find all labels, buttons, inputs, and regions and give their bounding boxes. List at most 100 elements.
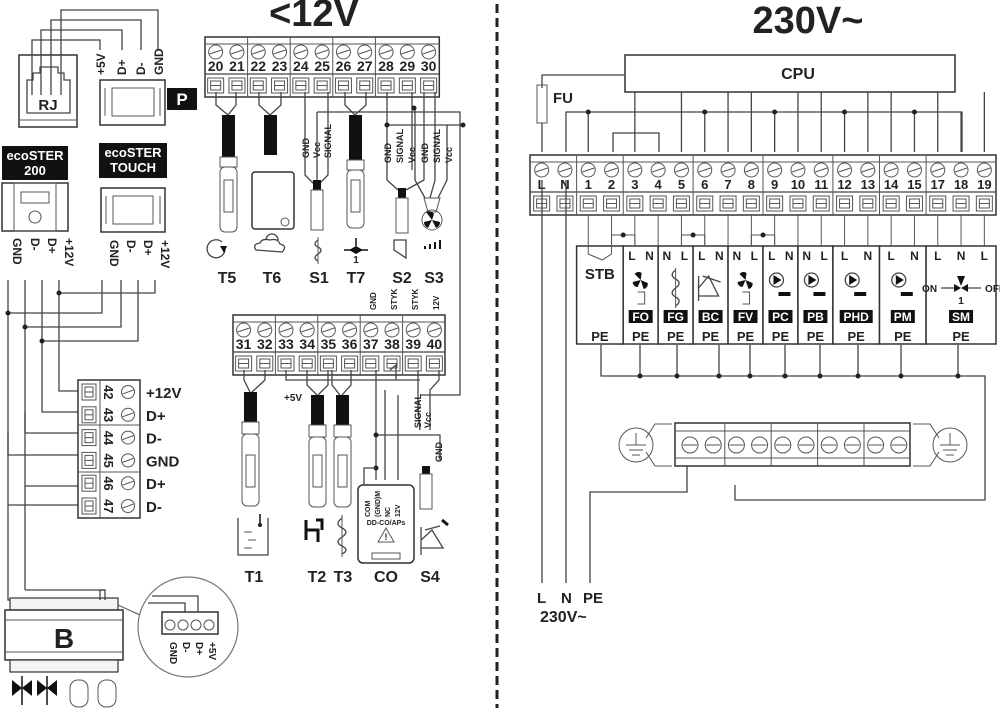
module-pin-label: N [785, 249, 794, 263]
terminal-number: 46 [101, 476, 116, 490]
s1-wire-vcc: Vcc [312, 142, 322, 158]
module-pin-label: L [628, 249, 635, 263]
co-pin-com: COM [365, 501, 372, 518]
co-pin-12v: 12V [395, 504, 402, 517]
supply-n: N [561, 590, 572, 607]
terminal-number: 21 [229, 58, 245, 74]
pump-icon [803, 272, 826, 296]
terminal-label: D- [146, 499, 162, 516]
pe-label: PE [591, 329, 609, 344]
terminal-number: 25 [314, 58, 330, 74]
pump-icon [768, 272, 791, 296]
boiler-icon [420, 518, 449, 555]
high-voltage-title: 230V~ [753, 0, 864, 42]
b-pin-dplus: D+ [193, 642, 204, 655]
s1-wire-gnd: GND [301, 138, 311, 159]
module-pin-label: L [698, 249, 705, 263]
terminal-45: 45 GND [81, 451, 180, 470]
s4-wire-gnd: GND [434, 442, 444, 463]
sensor-label-t3: T3 [334, 569, 353, 586]
sensor-label-t7: T7 [347, 270, 366, 287]
pe-label: PE [737, 329, 755, 344]
module-code: PM [894, 310, 912, 324]
sensor-probe-t2 [308, 395, 327, 508]
hv-terminal-11: 11 [812, 162, 830, 212]
terminal-number: 2 [608, 177, 615, 192]
terminal-number: 35 [321, 336, 337, 352]
pin-label-39: STYK [411, 288, 420, 310]
low-terminal-39: 39 [404, 322, 422, 372]
mixer-valve-icon [941, 276, 982, 292]
terminal-47: 47 D- [81, 497, 162, 516]
b-pin-dminus: D- [180, 642, 191, 653]
feeder-icon [671, 268, 680, 308]
sm-off-label: OFF [985, 284, 1000, 295]
terminal-number: 10 [791, 177, 805, 192]
hv-terminal-7: 7 [719, 162, 737, 212]
terminal-block-42-47 [77, 379, 141, 519]
cpu-output-wires [585, 92, 985, 152]
module-code: BC [702, 310, 720, 324]
pe-label: PE [952, 329, 970, 344]
fan-sensor-s3 [421, 197, 443, 231]
module-pin-label: L [768, 249, 775, 263]
cpu-block: CPU [624, 54, 956, 93]
module-sm: LNLONOFF1SMPE [922, 245, 1000, 345]
co-pin-nc: NC [385, 507, 392, 517]
cpu-label: CPU [781, 66, 815, 83]
low-terminal-25: 25 [313, 44, 331, 94]
low-terminal-20: 20 [207, 44, 225, 94]
hv-terminal-9: 9 [766, 162, 784, 212]
s4-wire-vcc: Vcc [423, 412, 433, 428]
low-terminal-27: 27 [356, 44, 374, 94]
terminal-number: 12 [837, 177, 851, 192]
touch-pin-dminus: D- [124, 240, 138, 253]
hv-terminal-8: 8 [742, 162, 760, 212]
hv-terminal-4: 4 [649, 162, 667, 212]
supply-voltage: 230V~ [540, 609, 587, 626]
tank-icon [97, 679, 117, 708]
ecoster200-pin-gnd: GND [10, 238, 24, 265]
terminal-number: 45 [101, 453, 116, 467]
sensor-label-s3: S3 [424, 270, 444, 287]
p-connector: P [99, 79, 197, 126]
ecoster-200-line1: ecoSTER [6, 148, 64, 163]
hv-terminal-12: 12 [836, 162, 854, 212]
low-terminal-36: 36 [341, 322, 359, 372]
hv-terminal-N: N [556, 162, 574, 212]
terminal-number: 11 [814, 177, 828, 192]
terminal-number: 7 [724, 177, 731, 192]
low-terminal-34: 34 [298, 322, 316, 372]
tank-icon [69, 679, 89, 708]
p-pin-dplus: D+ [115, 59, 129, 75]
hv-terminal-13: 13 [859, 162, 877, 212]
door-contact-icon [393, 239, 407, 260]
terminal-label: GND [146, 453, 180, 470]
hv-terminal-15: 15 [905, 162, 923, 212]
tap-icon [304, 518, 324, 542]
module-code: FO [632, 310, 649, 324]
sensor-label-s1: S1 [309, 270, 329, 287]
terminal-number: 22 [250, 58, 266, 74]
terminal-number: 39 [405, 336, 421, 352]
ecoster-200-panel: ecoSTER 200 [1, 146, 69, 232]
terminal-number: 47 [101, 499, 116, 513]
sm-sub-label: 1 [958, 296, 964, 307]
module-b: B [4, 597, 141, 673]
low-terminal-21: 21 [228, 44, 246, 94]
co-detector: ! DD-CO/APs [357, 484, 415, 564]
pe-label: PE [894, 329, 912, 344]
ecoster200-pin-12v: +12V [62, 238, 76, 266]
fuse-label: FU [553, 90, 573, 107]
module-pin-label: N [802, 249, 811, 263]
